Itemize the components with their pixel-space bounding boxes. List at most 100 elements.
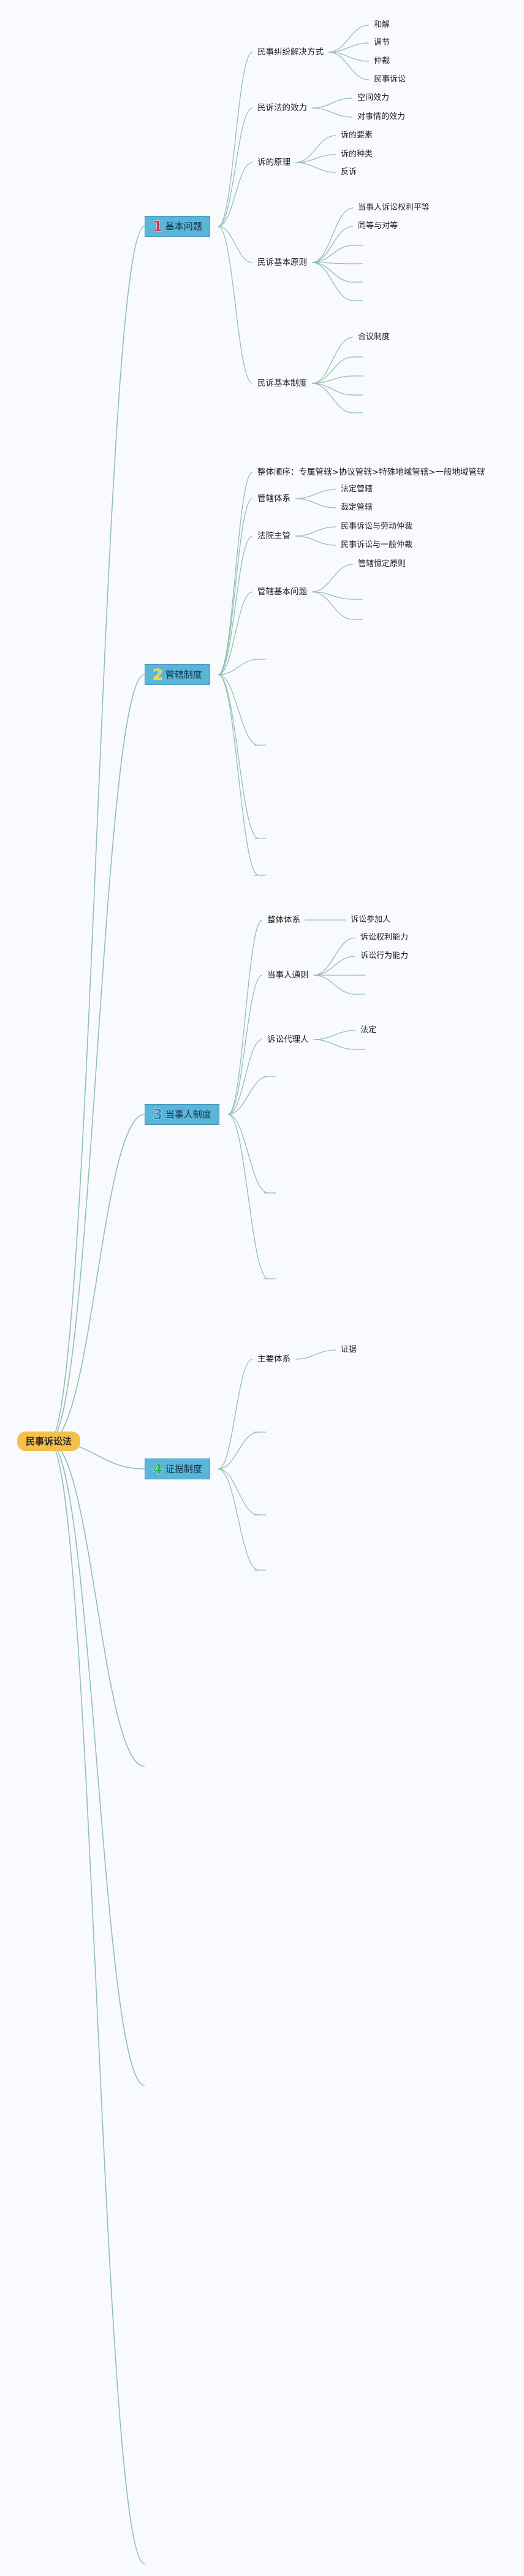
subtopic-connector-1-5 xyxy=(218,226,253,384)
leaf-1-2-1-label: 空间效力 xyxy=(357,93,390,102)
leaf-1-2-2[interactable]: 对事情的效力 xyxy=(357,112,405,123)
root-node-label: 民事诉讼法 xyxy=(26,1436,72,1447)
subtopic-4-1[interactable]: 主要体系 xyxy=(257,1354,290,1365)
leaf-connector-1-5-4 xyxy=(311,383,354,396)
subtopic-1-4-label: 民诉基本原则 xyxy=(257,258,307,267)
leaf-2-2-2-label: 裁定管辖 xyxy=(341,503,373,512)
subtopic-connector-3-5 xyxy=(227,1114,269,1194)
root-node[interactable]: 民事诉讼法 xyxy=(17,1432,81,1451)
leaf-connector-3-2-1 xyxy=(313,937,356,976)
subtopic-1-4[interactable]: 民诉基本原则 xyxy=(257,257,307,268)
topic-connector-1 xyxy=(48,226,145,1442)
leaf-2-4-1[interactable]: 管辖恒定原则 xyxy=(358,559,406,570)
leaf-3-3-1-label: 法定 xyxy=(360,1025,377,1035)
subtopic-1-3-label: 诉的原理 xyxy=(257,158,290,167)
leaf-1-1-4[interactable]: 民事诉讼 xyxy=(374,74,406,85)
leaf-1-4-2[interactable]: 同等与对等 xyxy=(358,221,398,232)
subtopic-3-3[interactable]: 诉讼代理人 xyxy=(267,1034,309,1045)
leaf-3-2-2[interactable]: 诉讼行为能力 xyxy=(360,951,408,962)
topic-label-2: 管辖制度 xyxy=(165,669,202,680)
subtopic-connector-2-2 xyxy=(218,498,253,675)
subtopic-2-2[interactable]: 管辖体系 xyxy=(257,493,290,504)
leaf-2-3-2[interactable]: 民事诉讼与一般仲裁 xyxy=(341,540,412,551)
leaf-3-2-2-label: 诉讼行为能力 xyxy=(360,951,409,960)
leaf-connector-2-3-2 xyxy=(295,535,336,546)
subtopic-connector-4-2 xyxy=(218,1432,259,1470)
leaf-2-2-2[interactable]: 裁定管辖 xyxy=(341,502,373,513)
leaf-connector-1-3-3 xyxy=(295,162,336,173)
leaf-3-1-1-label: 诉讼参加人 xyxy=(351,915,391,924)
leaf-connector-2-4-2 xyxy=(311,591,354,600)
leaf-2-3-1[interactable]: 民事诉讼与劳动仲裁 xyxy=(341,521,412,532)
leaf-connector-1-2-2 xyxy=(311,107,353,118)
subtopic-connector-3-4 xyxy=(227,1076,269,1115)
leaf-connector-1-5-3 xyxy=(311,375,354,384)
leaf-connector-1-1-1 xyxy=(328,25,370,53)
topic-connector-3 xyxy=(48,1114,145,1442)
leaf-connector-2-3-1 xyxy=(295,526,336,537)
topic-label-3: 当事人制度 xyxy=(165,1109,211,1120)
subtopic-2-4-label: 管辖基本问题 xyxy=(257,587,307,597)
leaf-connector-1-4-4 xyxy=(311,262,354,264)
subtopic-2-3[interactable]: 法院主管 xyxy=(257,531,290,542)
leaf-1-3-1-label: 诉的要素 xyxy=(341,131,373,140)
subtopic-connector-2-8 xyxy=(218,674,259,876)
topic-connector-6 xyxy=(48,1441,145,2086)
topic-label-1: 基本问题 xyxy=(165,221,202,232)
subtopic-2-4[interactable]: 管辖基本问题 xyxy=(257,586,307,597)
subtopic-connector-3-1 xyxy=(227,919,263,1115)
topic-number-2: 2 xyxy=(153,666,163,683)
subtopic-connector-1-4 xyxy=(218,226,253,263)
leaf-connector-2-2-2 xyxy=(295,498,336,508)
subtopic-1-5[interactable]: 民诉基本制度 xyxy=(257,378,307,389)
subtopic-connector-1-1 xyxy=(218,52,253,227)
leaf-1-5-1[interactable]: 合议制度 xyxy=(358,332,390,343)
leaf-2-4-1-label: 管辖恒定原则 xyxy=(358,559,406,569)
leaf-connector-3-3-2 xyxy=(313,1039,356,1050)
leaf-1-1-3-label: 仲裁 xyxy=(374,56,390,66)
leaf-1-1-3[interactable]: 仲裁 xyxy=(374,56,390,67)
leaf-1-3-1[interactable]: 诉的要素 xyxy=(341,130,373,141)
leaf-1-5-1-label: 合议制度 xyxy=(358,332,390,342)
leaf-1-3-3[interactable]: 反诉 xyxy=(341,167,357,178)
subtopic-2-1[interactable]: 整体顺序：专属管辖>协议管辖>特殊地域管辖>一般地域管辖 xyxy=(257,467,485,478)
subtopic-4-1-label: 主要体系 xyxy=(257,1354,290,1364)
subtopic-1-1[interactable]: 民事纠纷解决方式 xyxy=(257,47,324,58)
leaf-2-2-1[interactable]: 法定管辖 xyxy=(341,484,373,495)
topic-connector-2 xyxy=(48,674,145,1442)
leaf-1-3-2[interactable]: 诉的种类 xyxy=(341,149,373,160)
topic-label-4: 证据制度 xyxy=(165,1463,202,1474)
leaf-2-3-2-label: 民事诉讼与一般仲裁 xyxy=(341,540,413,550)
leaf-3-1-1[interactable]: 诉讼参加人 xyxy=(351,914,390,926)
leaf-1-1-2[interactable]: 调节 xyxy=(374,37,390,48)
subtopic-connector-2-3 xyxy=(218,535,253,675)
leaf-1-2-1[interactable]: 空间效力 xyxy=(357,93,389,104)
subtopic-connector-2-5 xyxy=(218,659,259,675)
leaf-1-1-1[interactable]: 和解 xyxy=(374,20,390,31)
subtopic-3-1-label: 整体体系 xyxy=(267,915,300,925)
leaf-4-1-1[interactable]: 证据 xyxy=(341,1344,357,1355)
topic-connector-5 xyxy=(48,1441,145,1767)
leaf-connector-1-1-4 xyxy=(328,52,370,80)
subtopic-1-1-label: 民事纠纷解决方式 xyxy=(257,47,324,57)
leaf-1-3-3-label: 反诉 xyxy=(341,167,357,177)
leaf-3-2-1[interactable]: 诉讼权利能力 xyxy=(360,932,408,943)
topic-number-4: 4 xyxy=(153,1460,163,1478)
subtopic-1-2[interactable]: 民诉法的效力 xyxy=(257,102,307,113)
leaf-3-3-1[interactable]: 法定 xyxy=(360,1025,376,1036)
subtopic-connector-4-3 xyxy=(218,1468,259,1516)
leaf-1-4-1[interactable]: 当事人诉讼权利平等 xyxy=(358,202,430,213)
subtopic-1-2-label: 民诉法的效力 xyxy=(257,103,307,113)
subtopic-1-3[interactable]: 诉的原理 xyxy=(257,157,290,168)
subtopic-3-1[interactable]: 整体体系 xyxy=(267,914,300,926)
leaf-connector-1-5-1 xyxy=(311,337,354,384)
leaf-1-1-1-label: 和解 xyxy=(374,20,390,29)
subtopic-2-1-label: 整体顺序：专属管辖>协议管辖>特殊地域管辖>一般地域管辖 xyxy=(257,467,485,477)
leaf-4-1-1-label: 证据 xyxy=(341,1345,357,1354)
leaf-connector-1-4-1 xyxy=(311,207,354,263)
subtopic-3-2[interactable]: 当事人通则 xyxy=(267,970,309,981)
